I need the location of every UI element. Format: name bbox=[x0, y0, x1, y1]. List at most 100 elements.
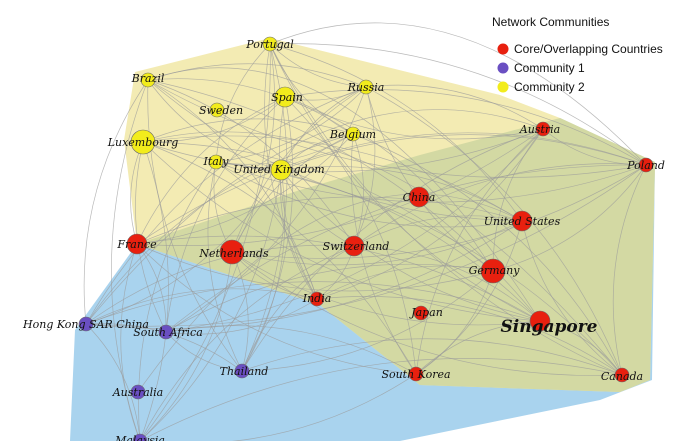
node-label-portugal: Portugal bbox=[245, 38, 294, 51]
network-edge bbox=[83, 79, 149, 325]
network-edge bbox=[415, 220, 523, 375]
network-edge bbox=[165, 128, 544, 333]
node-label-italy: Italy bbox=[202, 155, 229, 168]
legend-swatch-core bbox=[497, 43, 509, 55]
node-sweden bbox=[209, 102, 225, 118]
network-edge bbox=[136, 243, 494, 292]
network-edge bbox=[215, 161, 541, 322]
network-edge bbox=[85, 169, 282, 325]
node-label-canada: Canada bbox=[601, 370, 643, 383]
node-china bbox=[408, 186, 430, 208]
network-edge bbox=[215, 161, 318, 300]
node-label-switzerland: Switzerland bbox=[323, 240, 390, 253]
network-nodes bbox=[78, 36, 654, 441]
node-label-france: France bbox=[116, 238, 157, 251]
network-edge bbox=[207, 161, 243, 372]
node-label-hong-kong: Hong Kong SAR China bbox=[22, 318, 149, 331]
network-edge bbox=[241, 338, 623, 376]
network-edge bbox=[269, 22, 647, 166]
network-edge bbox=[85, 288, 318, 325]
network-edge bbox=[231, 251, 623, 376]
node-united-states bbox=[511, 210, 533, 232]
network-edge bbox=[147, 79, 282, 171]
network-edge bbox=[521, 220, 623, 376]
node-russia bbox=[358, 79, 374, 95]
network-edge bbox=[85, 244, 355, 325]
network-edge bbox=[284, 96, 417, 375]
node-malaysia bbox=[132, 433, 148, 441]
network-edge bbox=[136, 243, 417, 375]
network-edge bbox=[139, 245, 355, 441]
node-labels: PortugalBrazilSpainRussiaSwedenBelgiumLu… bbox=[22, 38, 665, 441]
network-edge bbox=[147, 79, 355, 247]
network-edge bbox=[165, 263, 494, 333]
network-edge bbox=[85, 109, 544, 325]
network-edge bbox=[120, 243, 141, 441]
node-france bbox=[126, 233, 148, 255]
node-label-luxembourg: Luxembourg bbox=[107, 136, 179, 149]
network-edge bbox=[137, 193, 523, 393]
network-edge bbox=[241, 270, 494, 372]
network-edge bbox=[215, 86, 367, 163]
network-edge bbox=[415, 320, 541, 375]
node-australia bbox=[130, 384, 146, 400]
node-label-south-africa: South Africa bbox=[133, 326, 203, 339]
network-edge bbox=[136, 133, 354, 245]
node-label-austria: Austria bbox=[519, 123, 560, 136]
legend-label-community-1: Community 1 bbox=[514, 61, 585, 75]
node-label-brazil: Brazil bbox=[131, 72, 165, 85]
legend-swatch-community-2 bbox=[497, 81, 509, 93]
node-label-russia: Russia bbox=[347, 81, 385, 94]
legend-label-core: Core/Overlapping Countries bbox=[514, 42, 663, 56]
node-canada bbox=[614, 367, 630, 383]
network-edge bbox=[231, 86, 367, 253]
node-spain bbox=[274, 86, 296, 108]
node-singapore bbox=[529, 310, 551, 332]
network-edge bbox=[165, 325, 417, 375]
network-edge bbox=[139, 357, 623, 441]
network-edge bbox=[241, 245, 355, 372]
network-edge bbox=[231, 43, 275, 253]
network-edge bbox=[142, 135, 523, 222]
node-label-singapore: Singapore bbox=[501, 317, 598, 337]
network-edge bbox=[280, 169, 318, 300]
node-label-belgium: Belgium bbox=[329, 128, 376, 141]
network-edge bbox=[241, 128, 544, 372]
network-edge bbox=[492, 164, 647, 272]
network-edge bbox=[269, 43, 647, 166]
network-edges bbox=[83, 22, 647, 441]
node-thailand bbox=[234, 363, 250, 379]
node-japan bbox=[413, 305, 429, 321]
network-edge bbox=[139, 141, 169, 441]
network-edge bbox=[415, 270, 494, 375]
node-label-australia: Australia bbox=[112, 386, 164, 399]
node-south-korea bbox=[408, 366, 424, 382]
network-edge bbox=[365, 84, 544, 130]
legend-label-community-2: Community 2 bbox=[514, 80, 585, 94]
node-brazil bbox=[140, 72, 156, 88]
legend-title: Network Communities bbox=[492, 15, 609, 29]
network-edge bbox=[415, 128, 544, 375]
network-edge bbox=[85, 323, 141, 441]
node-belgium bbox=[345, 126, 361, 142]
network-edge bbox=[165, 86, 367, 333]
legend-swatch-community-1 bbox=[497, 62, 509, 74]
network-edge bbox=[278, 96, 318, 300]
node-portugal bbox=[262, 36, 278, 52]
network-edge bbox=[142, 131, 623, 376]
network-edge bbox=[85, 86, 367, 325]
node-india bbox=[309, 291, 325, 307]
network-edge bbox=[353, 163, 647, 247]
network-edge bbox=[85, 281, 541, 325]
network-edge bbox=[612, 164, 647, 376]
network-edge bbox=[280, 134, 647, 171]
network-edge bbox=[136, 196, 523, 245]
node-label-sweden: Sweden bbox=[199, 104, 243, 117]
network-edge bbox=[139, 251, 233, 441]
node-label-poland: Poland bbox=[626, 159, 665, 172]
network-edge bbox=[280, 86, 367, 171]
network-edge bbox=[280, 166, 523, 222]
network-edge bbox=[241, 43, 288, 372]
node-label-china: China bbox=[403, 191, 436, 204]
